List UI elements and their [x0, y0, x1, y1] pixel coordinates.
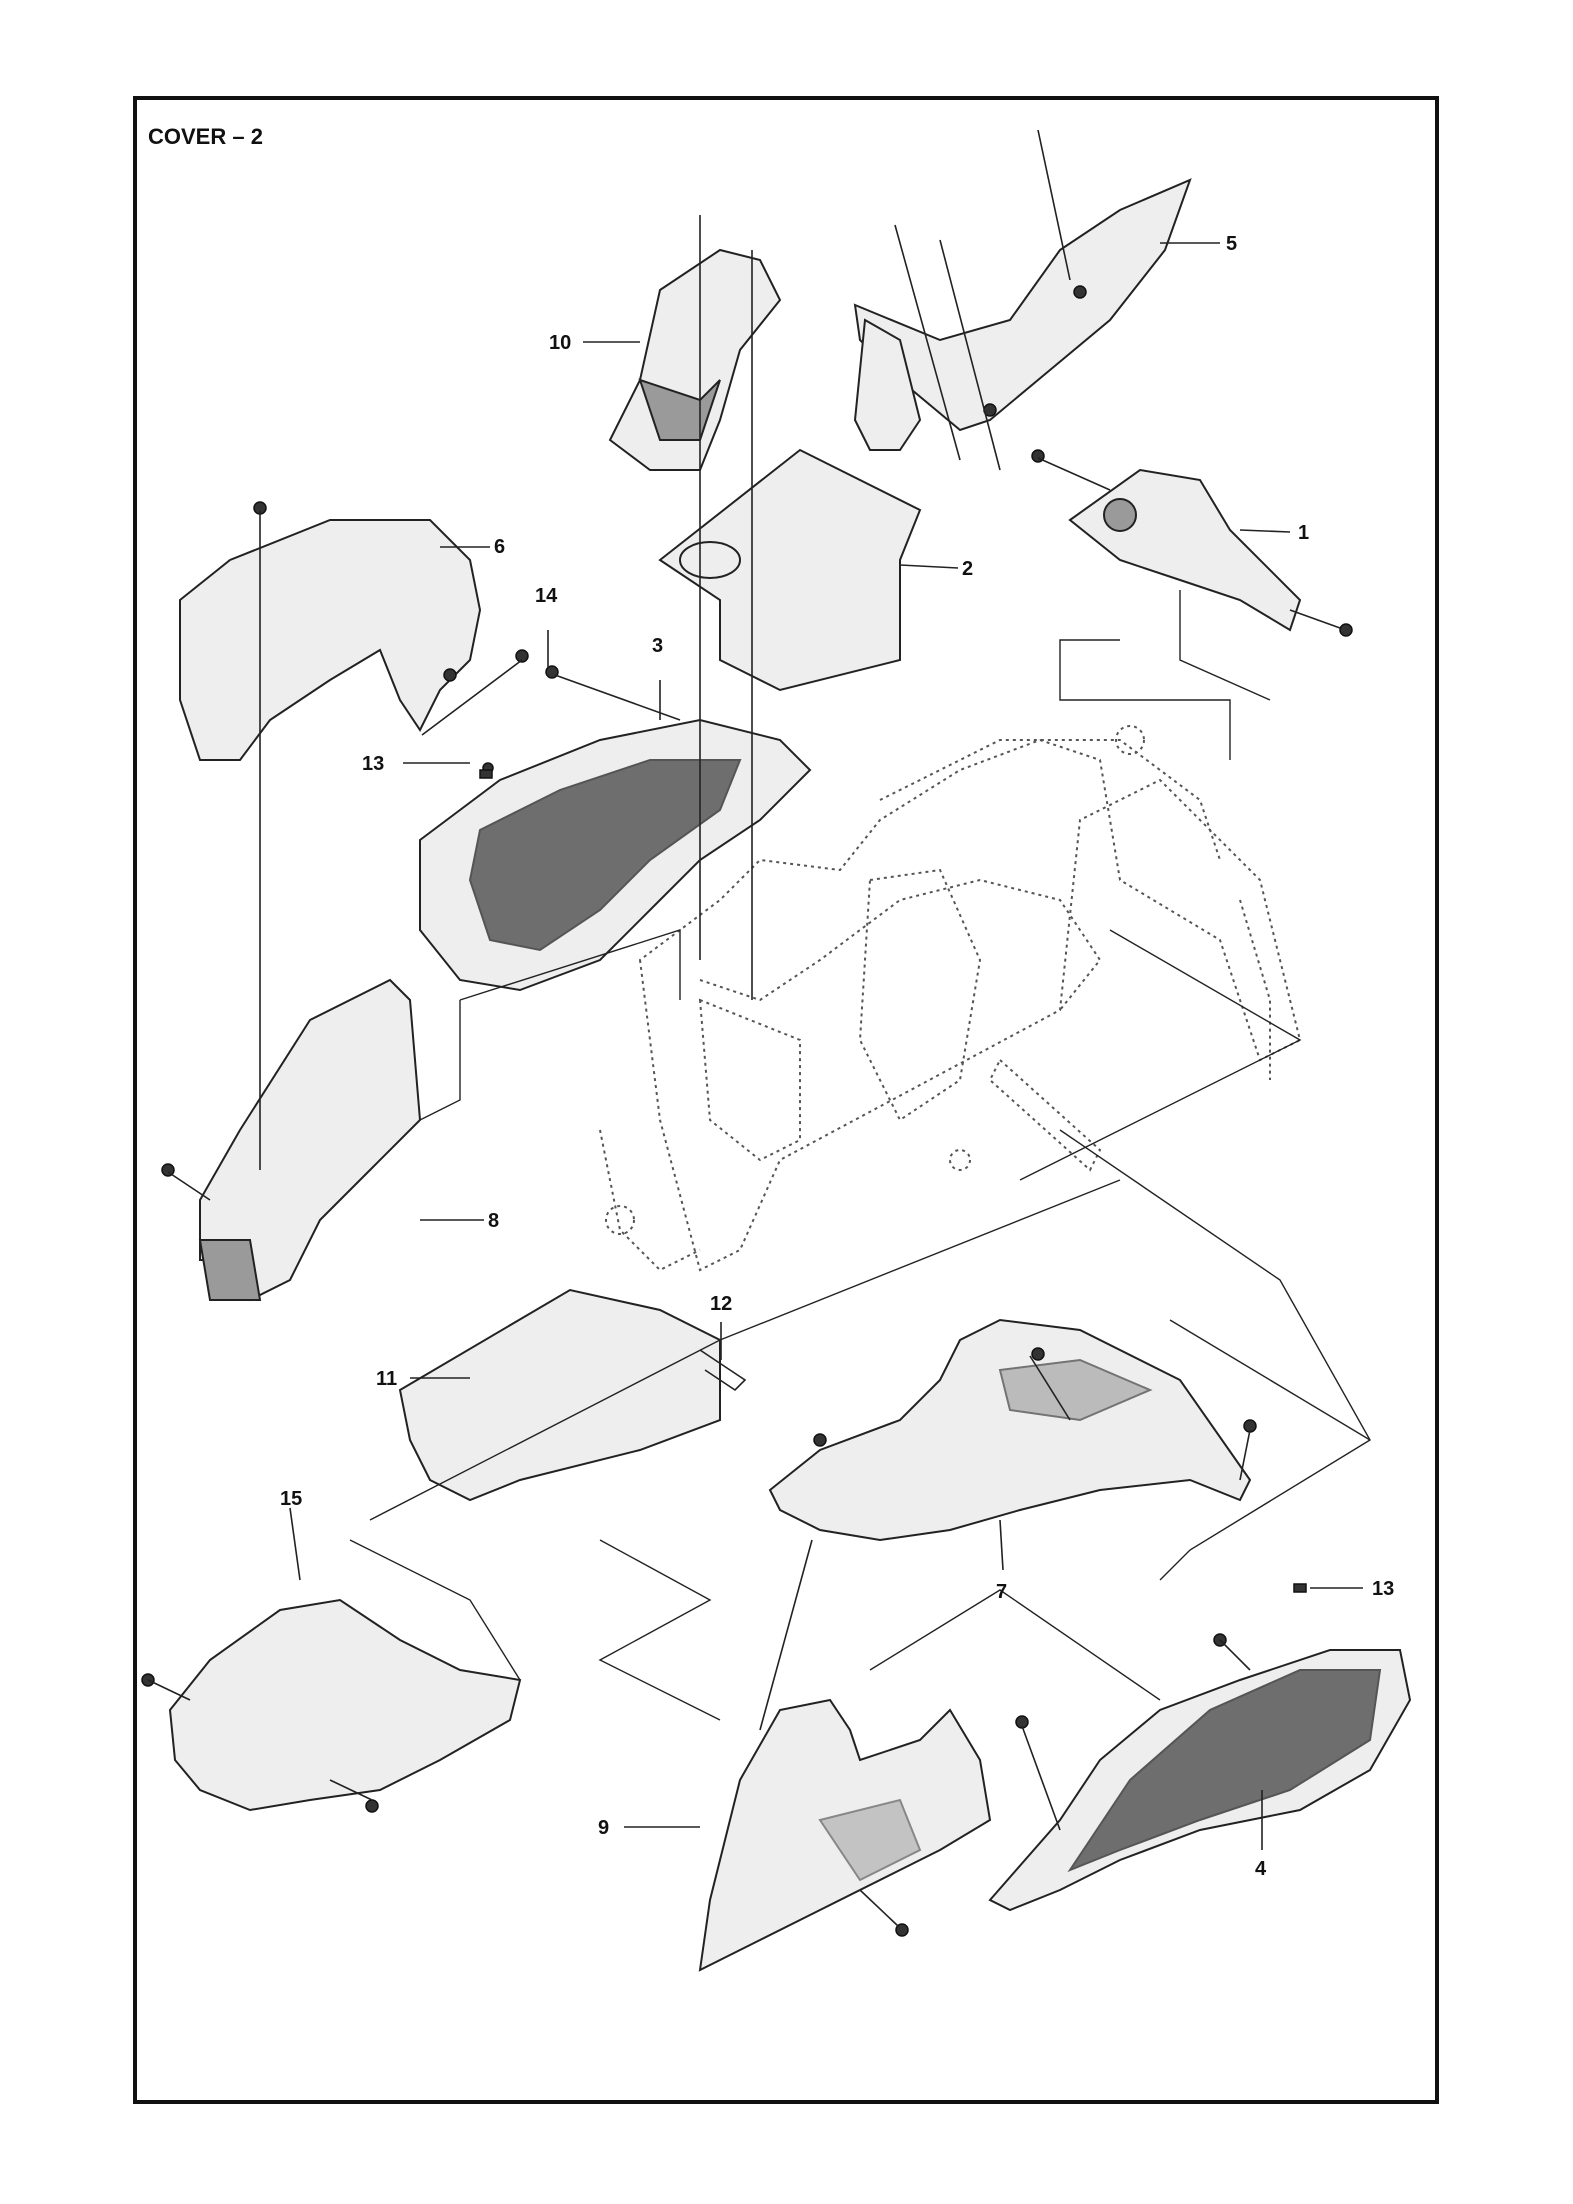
callout-12: 12	[710, 1293, 732, 1315]
assembly-zone-lines	[349, 590, 1371, 1721]
callout-7: 7	[996, 1581, 1007, 1603]
callout-10: 10	[549, 332, 571, 354]
page-title: COVER – 2	[148, 124, 263, 149]
callout-labels: 1 2 3 4 5 6 7 8 9 10 11 12 13 13 14 15	[280, 233, 1394, 1880]
callout-8: 8	[488, 1210, 499, 1232]
part-1-control-panel	[1031, 449, 1353, 637]
callout-1: 1	[1298, 522, 1309, 544]
chassis-frame	[599, 725, 1302, 1272]
callout-15: 15	[280, 1488, 302, 1510]
part-2-storage-tray	[658, 448, 922, 692]
part-6-rear-fender	[179, 501, 482, 761]
callout-4: 4	[1255, 1858, 1267, 1880]
callout-11: 11	[376, 1368, 397, 1390]
part-10-dash-panel	[608, 248, 782, 471]
callout-13-right: 13	[1372, 1578, 1394, 1600]
leader-lines	[147, 129, 1341, 1927]
part-13-clip-nut-right	[1293, 1583, 1307, 1593]
part-15-lower-rear-cover	[141, 1598, 522, 1813]
part-12-spring-clip	[699, 1349, 747, 1392]
callout-6: 6	[494, 536, 505, 558]
callout-9: 9	[598, 1817, 609, 1839]
callout-3: 3	[652, 635, 663, 657]
part-13-clip-nut-left	[479, 769, 493, 779]
part-9-front-lower-cover	[698, 1698, 992, 1972]
callout-2: 2	[962, 558, 973, 580]
part-8-left-side-panel	[161, 978, 422, 1302]
part-4-right-footboard	[988, 1633, 1412, 1912]
part-5-steering-cover	[853, 178, 1192, 451]
part-11-heat-shield	[398, 1288, 721, 1502]
part-7-right-fender	[768, 1318, 1257, 1542]
callout-14: 14	[535, 585, 558, 607]
callout-leaders	[289, 242, 1363, 1850]
callout-5: 5	[1226, 233, 1237, 255]
callout-13-left: 13	[362, 753, 384, 775]
